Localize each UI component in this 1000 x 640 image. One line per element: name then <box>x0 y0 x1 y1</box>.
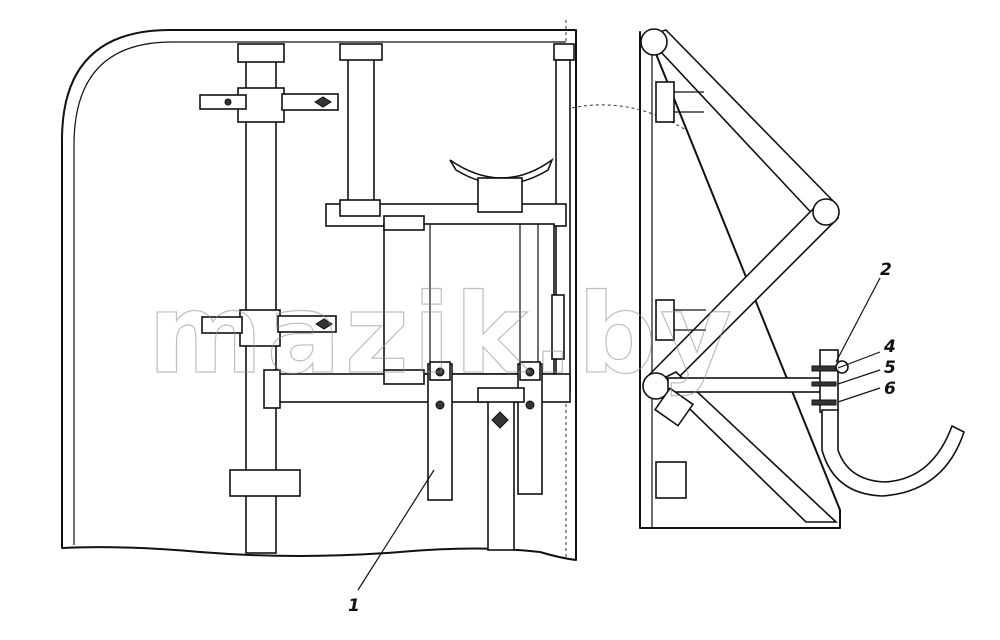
leader-4 <box>837 351 881 369</box>
bolt-6 <box>811 399 837 406</box>
top-clamp-left <box>237 43 285 63</box>
hanger-right-bolt-bottom <box>525 400 535 410</box>
side-clamp-top <box>655 81 675 123</box>
upper-strap-left <box>199 94 247 110</box>
center-nut <box>491 411 509 429</box>
callout-label-5: 5 <box>884 358 896 378</box>
hanger-left-bolt-bottom <box>435 400 445 410</box>
left-view <box>61 20 577 561</box>
upper-diamond-slot <box>314 96 332 108</box>
side-clamp-middle <box>655 299 675 341</box>
lower-crossbar-clamp <box>383 369 425 385</box>
callout-leaders <box>357 277 881 591</box>
diagonal-tube-upper <box>644 29 838 224</box>
joint-middle <box>812 198 840 226</box>
lower-crossbar-end <box>263 369 281 409</box>
hanger-bracket-right <box>517 363 543 495</box>
arm-block <box>653 387 695 427</box>
vertical-tube-left <box>245 47 277 554</box>
right-view <box>639 28 965 529</box>
saddle-post <box>477 177 523 213</box>
callout-label-2: 2 <box>880 260 892 280</box>
bolt-5 <box>811 381 837 387</box>
callout-label-6: 6 <box>884 379 896 399</box>
leader-6 <box>837 387 881 403</box>
vertical-tube-middle <box>347 47 375 209</box>
bolt-4 <box>811 365 837 372</box>
leader-5 <box>837 369 881 385</box>
leader-1 <box>357 469 435 591</box>
diagonal-tube-lower <box>658 371 839 523</box>
hanger-right-bolt-top <box>525 367 535 377</box>
hanger-left-bolt-top <box>435 367 445 377</box>
middle-diamond-slot <box>315 318 333 330</box>
lower-bracket-left <box>229 469 301 497</box>
upper-bolt-hole <box>224 98 232 106</box>
view-reference-curve <box>571 104 687 131</box>
panel-inner-outline <box>73 41 566 545</box>
mid-frame-clamp <box>383 215 425 231</box>
side-clamp-bottom <box>655 461 687 499</box>
middle-strap-left <box>201 316 243 334</box>
upper-crossbar-clamp <box>339 199 381 217</box>
top-clamp-middle <box>339 43 383 61</box>
top-clamp-right <box>553 43 575 61</box>
leader-2 <box>835 277 881 363</box>
middle-bracket-left <box>239 309 281 347</box>
side-panel-outline <box>639 31 841 529</box>
panel-outline <box>61 29 577 561</box>
joint-top <box>640 28 668 56</box>
center-clamp <box>477 387 525 403</box>
watermark-text: mazik.by <box>148 270 736 398</box>
callout-label-4: 4 <box>883 337 896 357</box>
side-slot <box>551 294 565 360</box>
hanger-bracket-left <box>427 363 453 501</box>
mid-frame-block <box>383 223 555 375</box>
callout-label-1: 1 <box>348 596 360 616</box>
tow-hook <box>821 409 965 497</box>
